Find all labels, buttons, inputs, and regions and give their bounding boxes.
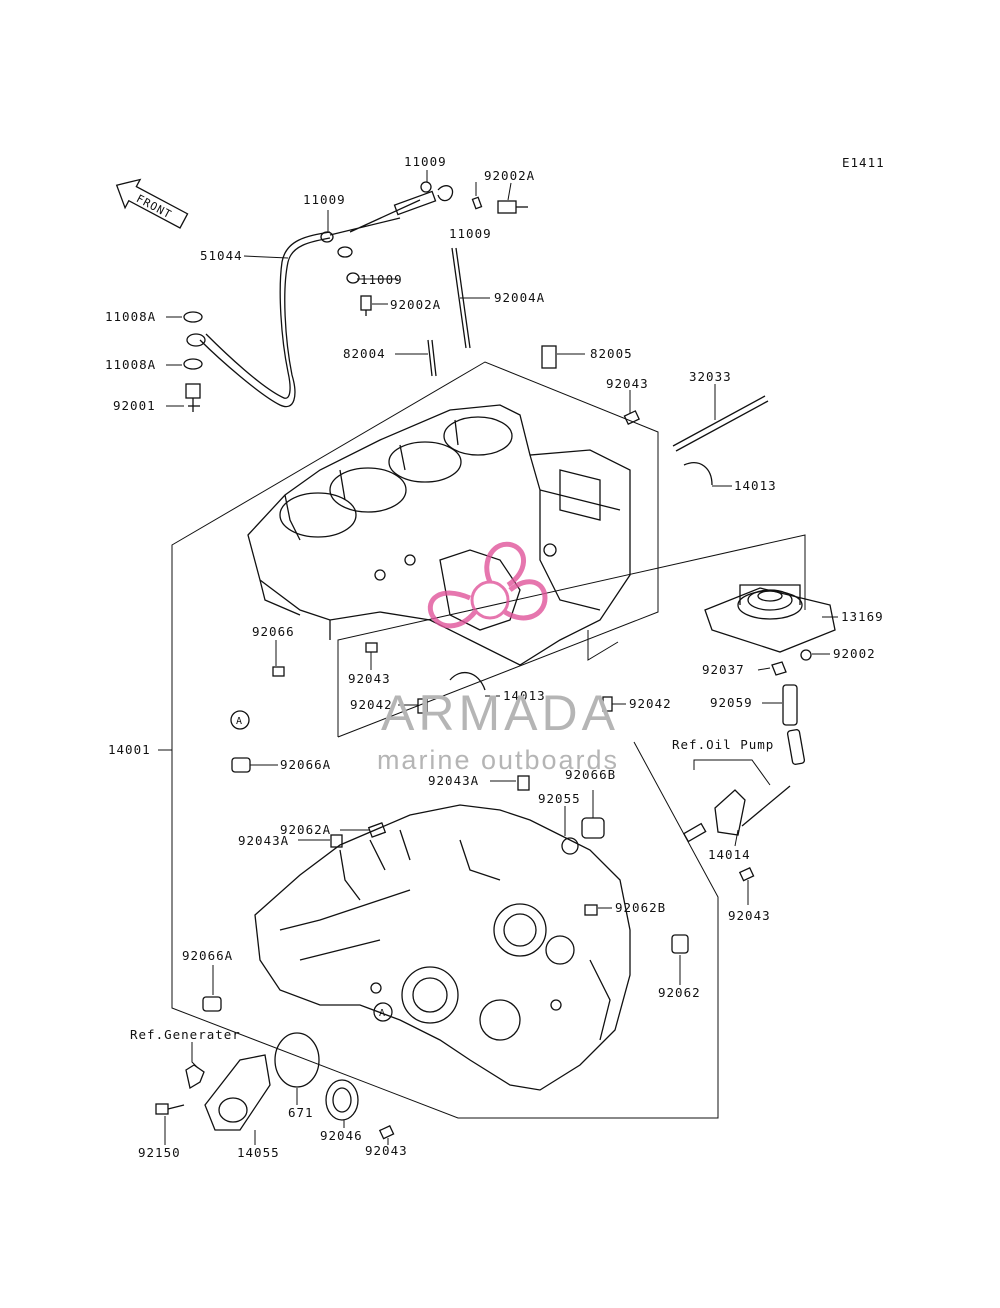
part-label: 671 [288, 1105, 314, 1120]
part-label: 11009 [360, 272, 403, 287]
pump-parts-icon [561, 649, 812, 855]
part-label: 11008A [105, 309, 156, 324]
part-label: 92062 [658, 985, 701, 1000]
ref-generater-label: Ref.Generater [130, 1027, 241, 1042]
part-label: 92037 [702, 662, 745, 677]
part-label: 92066B [565, 767, 616, 782]
part-label: 92042 [629, 696, 672, 711]
part-label: 92066 [252, 624, 295, 639]
part-label: 92055 [538, 791, 581, 806]
ref-oil-pump-label: Ref.Oil Pump [672, 737, 774, 752]
washer-icon [183, 181, 483, 370]
part-label: 32033 [689, 369, 732, 384]
part-label: 92043 [365, 1143, 408, 1158]
part-label: 92043A [428, 773, 479, 788]
part-label: 11009 [303, 192, 346, 207]
part-label: 14013 [503, 688, 546, 703]
watermark-tagline: marine outboards [377, 745, 619, 775]
shaft-icon [449, 395, 769, 691]
part-label: 92062B [615, 900, 666, 915]
part-label: 92004A [494, 290, 545, 305]
part-label: 82005 [590, 346, 633, 361]
bolt-icon [185, 200, 528, 412]
lower-crankcase-icon [254, 804, 631, 1091]
part-label: 51044 [200, 248, 243, 263]
reference-marker-label: A [379, 1008, 386, 1019]
part-label: 92042 [350, 697, 393, 712]
part-label: 92043 [728, 908, 771, 923]
part-label: 92001 [113, 398, 156, 413]
part-label: 92062A [280, 822, 331, 837]
plug-icon [202, 757, 689, 1012]
reference-marker-icon [230, 710, 393, 1022]
part-label: 14055 [237, 1145, 280, 1160]
part-label: 14013 [734, 478, 777, 493]
part-label: 11008A [105, 357, 156, 372]
assembly-frame [171, 361, 806, 1119]
oil-line-icon [186, 185, 454, 408]
leader-lines [158, 170, 838, 1145]
oil-strainer-icon [704, 584, 836, 653]
part-label: 11009 [449, 226, 492, 241]
part-label: 92150 [138, 1145, 181, 1160]
watermark-brand: ARMADA [381, 685, 619, 741]
stud-icon [427, 247, 557, 377]
part-label: 14014 [708, 847, 751, 862]
part-label: 92059 [710, 695, 753, 710]
part-label: 92043A [238, 833, 289, 848]
part-label: 13169 [841, 609, 884, 624]
part-label: 11009 [404, 154, 447, 169]
part-labels: 11009 11009 92002A 11009 51044 11009 920… [105, 154, 884, 1160]
part-label: 92002 [833, 646, 876, 661]
part-label: 92043 [606, 376, 649, 391]
generator-parts-icon [155, 1032, 359, 1131]
front-arrow-icon: FRONT [115, 178, 189, 229]
part-label: 92002A [484, 168, 535, 183]
part-label: 92043 [348, 671, 391, 686]
part-label: 82004 [343, 346, 386, 361]
part-label: 92002A [390, 297, 441, 312]
watermark-logo-icon [427, 541, 548, 629]
upper-crankcase-icon [247, 404, 631, 666]
part-label: 92066A [280, 757, 331, 772]
part-label: 92066A [182, 948, 233, 963]
reference-marker-label: A [236, 716, 243, 727]
diagram-code: E1411 [842, 155, 885, 170]
part-label: 14001 [108, 742, 151, 757]
part-label: 92046 [320, 1128, 363, 1143]
